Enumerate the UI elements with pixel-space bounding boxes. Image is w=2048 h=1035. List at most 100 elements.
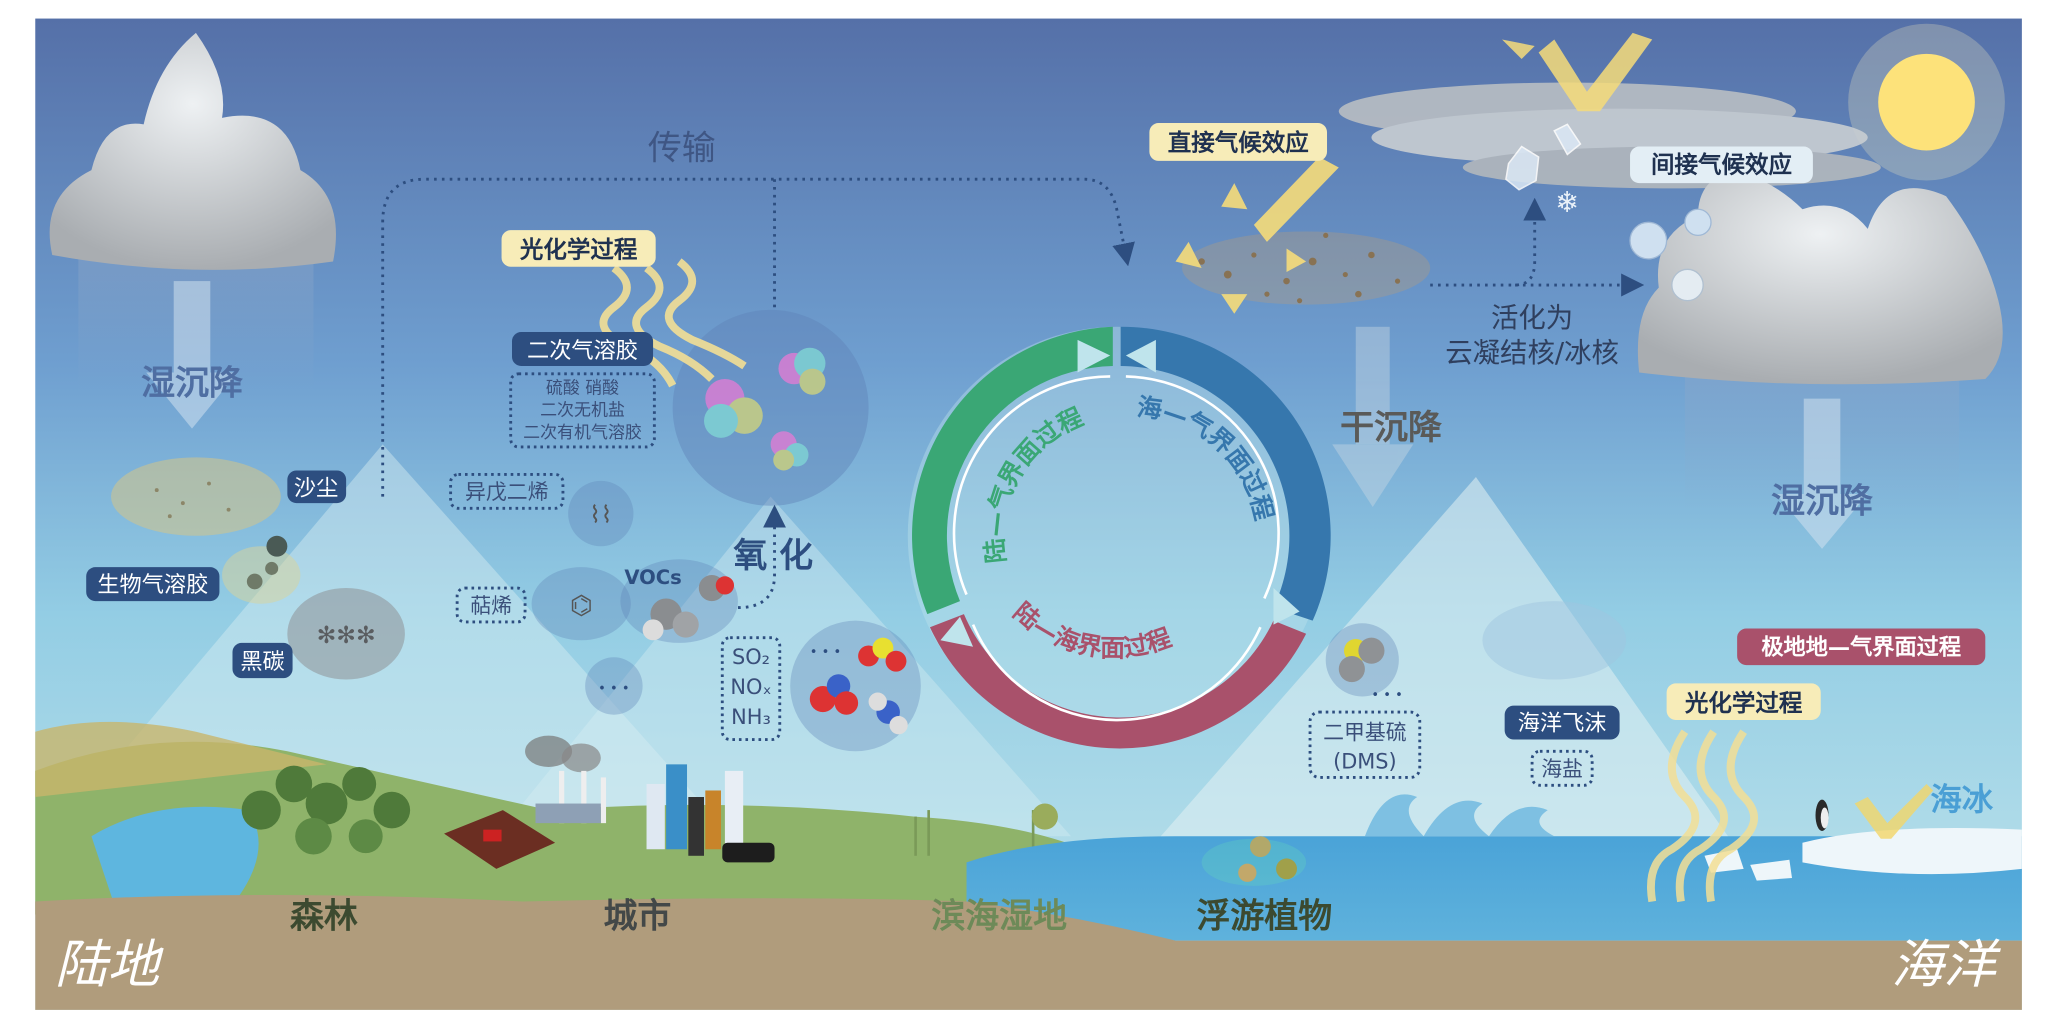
sea-ice-label: 海冰	[1930, 782, 1993, 818]
black-carbon-particles-icon: ✻✻✻	[317, 621, 376, 649]
activation-path	[1430, 197, 1547, 287]
dms-box	[1308, 710, 1422, 779]
sea-air-arc	[1120, 326, 1331, 621]
sea-spray-label: 海洋飞沫	[1518, 710, 1607, 736]
soil	[35, 894, 2022, 1010]
vocs-label: VOCs	[624, 566, 681, 589]
photochem-label-right-bg	[1666, 683, 1821, 720]
wetland-plants-icon	[914, 803, 1058, 863]
ocean-waves	[1364, 794, 1555, 837]
dust-pill	[287, 470, 347, 504]
photochem-wavy-arrows-right	[1647, 729, 1758, 903]
wet-deposition-arrow-right	[1776, 398, 1868, 549]
phytoplankton-icon	[1201, 836, 1307, 886]
photochem-label-left: 光化学过程	[519, 236, 638, 264]
wet-deposition-arrow-left	[146, 281, 238, 429]
terpene-molecule-icon: ⌬	[570, 591, 593, 621]
bioaerosol-pill	[86, 567, 220, 602]
photochem-label-left-bg	[501, 230, 656, 267]
secondary-aerosol-label: 二次气溶胶	[527, 338, 638, 364]
oxidation-arrow	[737, 504, 787, 610]
secondary-component-3: 二次有机气溶胶	[523, 423, 642, 443]
polar-interface-pill	[1737, 628, 1986, 666]
benzene-molecule-icon	[642, 574, 735, 641]
terpene-label: 萜烯	[470, 594, 512, 618]
activation-label-line1: 活化为	[1491, 303, 1573, 334]
dry-deposition-label: 干沉降	[1340, 408, 1442, 448]
terpene-box	[455, 586, 527, 624]
secondary-components-box	[509, 372, 656, 449]
inorganic-molecules-icon	[809, 637, 908, 735]
dms-molecule-icon	[1338, 637, 1385, 683]
dust-particles	[154, 481, 231, 519]
isoprene-bubble	[568, 480, 634, 547]
bioaerosol-label: 生物气溶胶	[97, 572, 208, 598]
photochem-label-right: 光化学过程	[1684, 689, 1803, 717]
wet-deposition-label-left: 湿沉降	[141, 364, 243, 404]
ocean-label: 海洋	[1891, 935, 2001, 995]
aerosol-particles	[1198, 232, 1401, 304]
terpene-bubble	[531, 567, 631, 641]
sea-salt-box	[1530, 749, 1594, 787]
black-carbon-label: 黑碳	[240, 649, 284, 675]
ice-crystal-icons	[1505, 123, 1582, 191]
indirect-effect-pill	[1630, 146, 1813, 184]
oxidation-label: 氧 化	[733, 536, 813, 576]
arrowhead-sea-air	[1125, 339, 1156, 373]
phytoplankton-label: 浮游植物	[1196, 897, 1332, 937]
polar-interface-label: 极地地—气界面过程	[1761, 634, 1961, 661]
sea-spray-pill	[1504, 705, 1620, 740]
activation-label-line2: 云凝结核/冰核	[1445, 338, 1619, 369]
voc-ellipsis: • • •	[598, 682, 629, 697]
dust-label: 沙尘	[294, 475, 338, 501]
direct-effect-pill	[1149, 123, 1328, 161]
dms-ellipsis: • • •	[1371, 688, 1402, 703]
indirect-effect-label: 间接气候效应	[1651, 151, 1792, 179]
secondary-aerosol-pill	[512, 332, 654, 366]
farm-field-icon	[444, 810, 556, 869]
transport-path	[381, 177, 1135, 497]
black-carbon-cloud	[287, 588, 405, 680]
land-sea-arc	[929, 614, 1307, 749]
dms-label-line2: (DMS)	[1333, 749, 1397, 773]
city-buildings-icon	[646, 764, 775, 863]
penguin-icon	[1815, 799, 1829, 831]
sea-salt-label: 海盐	[1541, 757, 1583, 781]
dms-label-line1: 二甲基硫	[1323, 721, 1407, 745]
aerosol-plume	[1182, 231, 1431, 305]
isoprene-box	[449, 472, 565, 510]
isoprene-molecule-icon: ⌇⌇	[589, 501, 612, 529]
secondary-component-2: 二次无机盐	[540, 401, 625, 421]
isoprene-label: 异戊二烯	[465, 480, 549, 504]
forest-label: 森林	[290, 897, 358, 937]
inorganic-ellipsis: • • •	[810, 645, 841, 660]
arrowhead-land-sea	[940, 616, 974, 647]
inorganic-gases-box	[720, 636, 782, 741]
transport-label: 传输	[648, 129, 716, 169]
black-carbon-pill	[232, 642, 293, 679]
land-label: 陆地	[55, 935, 164, 995]
wet-deposition-label-right: 湿沉降	[1771, 481, 1873, 521]
ellipsis-bubble	[585, 657, 643, 715]
scattering-arrows	[1175, 157, 1339, 314]
gas-so2: SO₂	[732, 645, 770, 669]
sea-ice-reflection-arrow	[1854, 783, 1934, 839]
factory-smoke-icon	[525, 735, 607, 824]
mountain-center	[496, 496, 1072, 837]
land-hills-far	[35, 721, 327, 798]
arrowhead-sea-air-2	[1273, 588, 1300, 625]
secondary-aerosol-bubble	[672, 309, 869, 506]
snowflake-icon: ❄	[1555, 185, 1579, 219]
arrowhead-land-air	[1077, 339, 1111, 373]
sunlight-reflection-arrows	[1502, 32, 1653, 112]
gas-nh3: NH₃	[731, 705, 771, 729]
dry-deposition-arrow	[1332, 326, 1414, 508]
wetland-label: 滨海湿地	[931, 897, 1067, 937]
secondary-component-1: 硫酸 硝酸	[546, 378, 619, 398]
sun-icon	[1878, 53, 1975, 151]
ocean	[966, 836, 2022, 941]
interface-cycle	[907, 326, 1331, 749]
dust-cloud	[111, 457, 281, 536]
forest-icon	[241, 765, 411, 855]
